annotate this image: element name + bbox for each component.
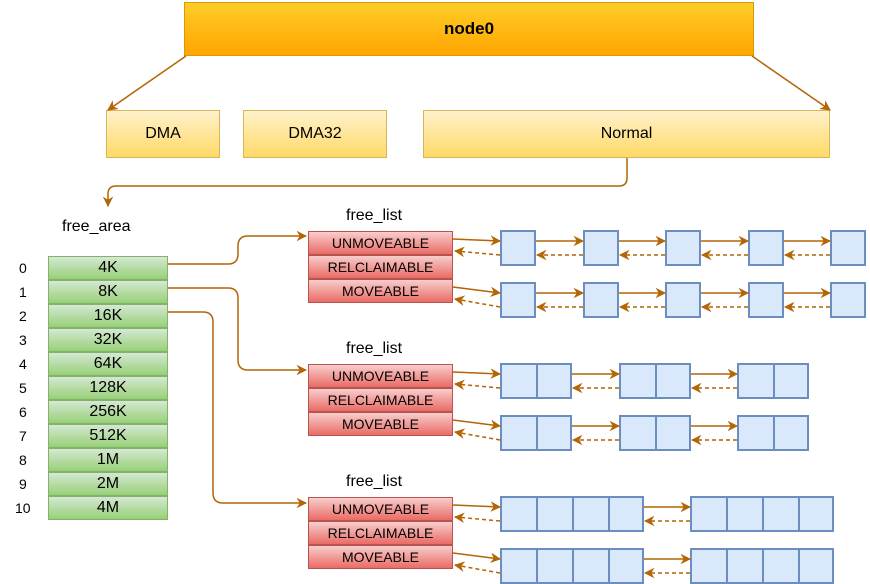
free-area-cell-4m: 4M bbox=[48, 496, 168, 520]
page-block bbox=[798, 548, 834, 584]
page-block bbox=[583, 230, 619, 266]
free-area-cell-16k: 16K bbox=[48, 304, 168, 328]
page-block bbox=[500, 230, 536, 266]
free-area-cell-8k: 8K bbox=[48, 280, 168, 304]
prev-arrow bbox=[453, 512, 501, 524]
page-block bbox=[608, 548, 644, 584]
page-block bbox=[536, 548, 574, 584]
free-area-title: free_area bbox=[62, 218, 131, 235]
free-list-title: free_list bbox=[346, 340, 403, 357]
free-list-title: free_list bbox=[346, 473, 403, 490]
prev-arrow bbox=[453, 295, 501, 308]
node-to-normal-arrow bbox=[751, 55, 831, 111]
page-block bbox=[830, 230, 866, 266]
prev-arrow bbox=[453, 379, 501, 391]
order-index: 6 bbox=[19, 404, 27, 420]
order-index: 2 bbox=[19, 308, 27, 324]
page-block bbox=[830, 282, 866, 318]
prev-arrow bbox=[453, 561, 501, 574]
next-arrow bbox=[452, 552, 502, 564]
order-index: 8 bbox=[19, 452, 27, 468]
normal-to-free-area-arrow bbox=[102, 158, 628, 208]
free-list-relclaimable: RELCLAIMABLE bbox=[308, 388, 453, 412]
page-block bbox=[536, 363, 572, 399]
page-block bbox=[773, 363, 809, 399]
free-list-moveable: MOVEABLE bbox=[308, 545, 453, 569]
zone-dma32-label: DMA32 bbox=[288, 125, 342, 142]
zone-normal: Normal bbox=[423, 110, 830, 158]
page-block bbox=[500, 363, 538, 399]
page-block bbox=[665, 230, 701, 266]
page-block bbox=[500, 415, 538, 451]
node-to-dma-arrow bbox=[107, 55, 187, 111]
page-block bbox=[536, 415, 572, 451]
page-block bbox=[748, 282, 784, 318]
page-block bbox=[748, 230, 784, 266]
page-block bbox=[500, 548, 538, 584]
page-block bbox=[500, 282, 536, 318]
free-area-cell-4k: 4K bbox=[48, 256, 168, 280]
free-list-moveable: MOVEABLE bbox=[308, 279, 453, 303]
free-area-cell-128k: 128K bbox=[48, 376, 168, 400]
page-block bbox=[572, 496, 610, 532]
page-block bbox=[655, 363, 691, 399]
free-list-title: free_list bbox=[346, 207, 403, 224]
page-block bbox=[655, 415, 691, 451]
order0-to-free-list-arrow bbox=[168, 230, 308, 265]
page-block bbox=[536, 496, 574, 532]
page-block bbox=[762, 548, 800, 584]
order-index: 0 bbox=[19, 260, 27, 276]
order-index: 5 bbox=[19, 380, 27, 396]
free-list-moveable: MOVEABLE bbox=[308, 412, 453, 436]
zone-dma-label: DMA bbox=[145, 125, 181, 142]
page-block bbox=[500, 496, 538, 532]
order-index: 10 bbox=[15, 500, 31, 516]
free-area-cell-512k: 512K bbox=[48, 424, 168, 448]
page-block bbox=[690, 548, 728, 584]
order2-to-free-list-arrow bbox=[168, 311, 308, 509]
order-index: 1 bbox=[19, 284, 27, 300]
free-list-relclaimable: RELCLAIMABLE bbox=[308, 255, 453, 279]
free-area-cell-1m: 1M bbox=[48, 448, 168, 472]
zone-dma: DMA bbox=[106, 110, 220, 158]
order-index: 7 bbox=[19, 428, 27, 444]
page-block bbox=[690, 496, 728, 532]
page-block bbox=[608, 496, 644, 532]
page-block bbox=[665, 282, 701, 318]
page-block bbox=[619, 415, 657, 451]
free-area-cell-2m: 2M bbox=[48, 472, 168, 496]
node0-box: node0 bbox=[184, 2, 754, 56]
page-block bbox=[773, 415, 809, 451]
prev-arrow bbox=[453, 246, 501, 258]
free-area-cell-256k: 256K bbox=[48, 400, 168, 424]
zone-normal-label: Normal bbox=[600, 125, 653, 142]
free-area-cell-32k: 32K bbox=[48, 328, 168, 352]
order-index: 9 bbox=[19, 476, 27, 492]
order-index: 4 bbox=[19, 356, 27, 372]
next-arrow bbox=[452, 419, 502, 431]
zone-dma32: DMA32 bbox=[243, 110, 387, 158]
next-arrow bbox=[452, 368, 502, 379]
page-block bbox=[583, 282, 619, 318]
next-arrow bbox=[452, 286, 502, 298]
page-block bbox=[737, 363, 775, 399]
page-block bbox=[726, 496, 764, 532]
node0-label: node0 bbox=[443, 19, 495, 38]
page-block bbox=[798, 496, 834, 532]
free-area-cell-64k: 64K bbox=[48, 352, 168, 376]
free-list-relclaimable: RELCLAIMABLE bbox=[308, 521, 453, 545]
order1-to-free-list-arrow bbox=[168, 287, 308, 376]
order-index: 3 bbox=[19, 332, 27, 348]
next-arrow bbox=[452, 235, 502, 246]
free-list-unmoveable: UNMOVEABLE bbox=[308, 497, 453, 521]
free-list-unmoveable: UNMOVEABLE bbox=[308, 231, 453, 255]
prev-arrow bbox=[453, 428, 501, 441]
free-list-unmoveable: UNMOVEABLE bbox=[308, 364, 453, 388]
next-arrow bbox=[452, 501, 502, 512]
